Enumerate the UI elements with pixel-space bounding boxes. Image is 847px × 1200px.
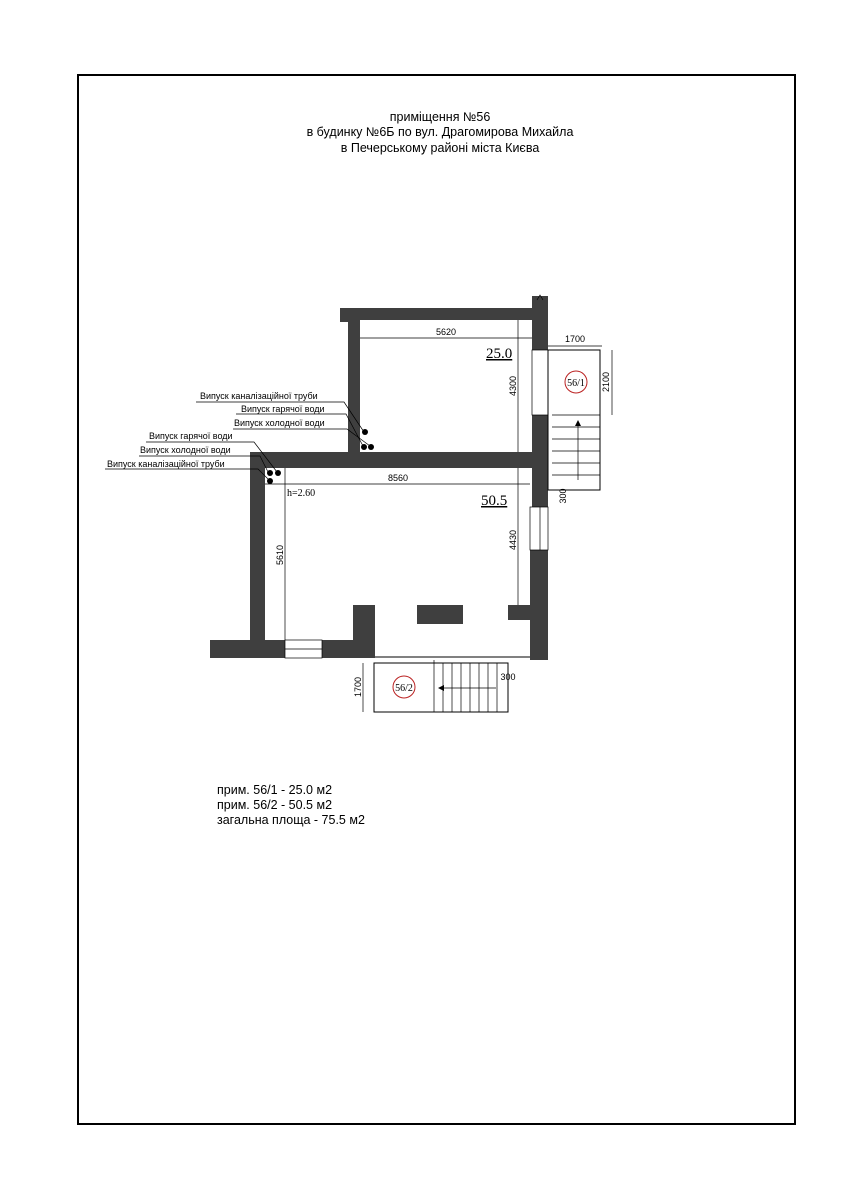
sheet-frame bbox=[77, 74, 796, 1125]
dim-lower-width: 8560 bbox=[388, 473, 408, 483]
callout-lower-hot-water: Випуск гарячої води bbox=[149, 431, 233, 441]
title-line-2: в будинку №6Б по вул. Драгомирова Михайл… bbox=[307, 125, 574, 139]
summary-line-1: прим. 56/1 - 25.0 м2 bbox=[217, 783, 332, 797]
lower-room-area: 50.5 bbox=[481, 493, 507, 509]
ceiling-height: h=2.60 bbox=[287, 488, 315, 499]
summary-line-3: загальна площа - 75.5 м2 bbox=[217, 813, 365, 827]
dim-upper-height: 4300 bbox=[508, 376, 518, 396]
dim-lower-height-right: 4430 bbox=[508, 530, 518, 550]
stair-56-1-marker bbox=[564, 370, 588, 394]
stair-56-2-marker bbox=[392, 675, 416, 699]
dim-stair1-tread: 300 bbox=[558, 488, 568, 503]
stair-56-1-label: 56/1 bbox=[567, 378, 585, 389]
windows-and-doors bbox=[284, 294, 549, 659]
summary-line-2: прим. 56/2 - 50.5 м2 bbox=[217, 798, 332, 812]
upper-room-area: 25.0 bbox=[486, 346, 512, 362]
callout-lower-sewer: Випуск каналізаційної труби bbox=[107, 459, 225, 469]
callout-upper-hot-water: Випуск гарячої води bbox=[241, 404, 325, 414]
dimension-lines bbox=[265, 320, 613, 712]
callout-upper-cold-water: Випуск холодної води bbox=[234, 418, 325, 428]
stair-56-2-label: 56/2 bbox=[395, 683, 413, 694]
stair-56-2 bbox=[373, 660, 509, 713]
title-line-1: приміщення №56 bbox=[390, 110, 491, 124]
walls bbox=[210, 296, 548, 660]
callout-upper-sewer: Випуск каналізаційної труби bbox=[200, 391, 318, 401]
utility-outlets bbox=[105, 401, 374, 484]
stair-56-1 bbox=[547, 349, 601, 491]
dim-lower-height-left: 5610 bbox=[275, 545, 285, 565]
callout-lower-cold-water: Випуск холодної води bbox=[140, 445, 231, 455]
dim-stair1-height: 2100 bbox=[601, 372, 611, 392]
dim-stair1-width: 1700 bbox=[565, 334, 585, 344]
dim-upper-width: 5620 bbox=[436, 327, 456, 337]
title-line-3: в Печерському районі міста Києва bbox=[341, 141, 540, 155]
dim-stair2-height: 1700 bbox=[353, 677, 363, 697]
